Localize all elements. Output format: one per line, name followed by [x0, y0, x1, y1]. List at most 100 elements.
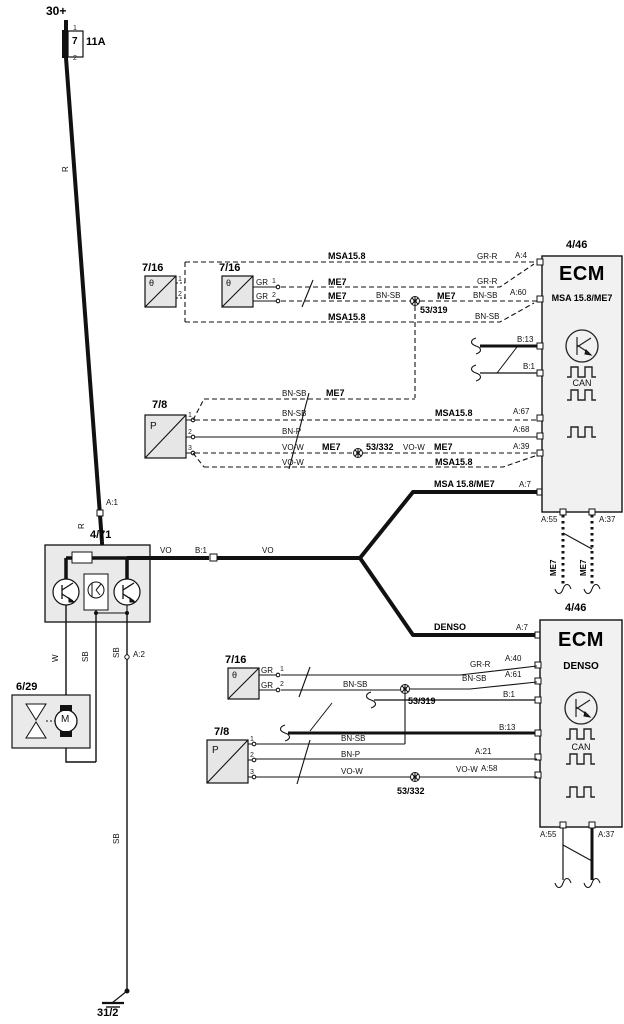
ecm-lower-b-rows — [279, 691, 535, 742]
system-label-me7: ME7 — [322, 442, 341, 452]
pin-b13-upper: B:13 — [517, 335, 534, 344]
sensor-pin-2: 2 — [178, 291, 182, 298]
sensor-pin-1: 1 — [272, 278, 276, 285]
ecm-upper-subtitle: MSA 15.8/ME7 — [551, 293, 613, 303]
splice-53-319-label: 53/319 — [420, 305, 448, 315]
pin-a67: A:67 — [513, 407, 530, 416]
pressure-icon: P — [150, 421, 157, 432]
temp-upper-wiring — [144, 261, 537, 398]
pin-b1-lower: B:1 — [503, 690, 516, 699]
wire-color-bn-sb: BN-SB — [282, 409, 307, 418]
wire-color-vo-1: VO — [160, 546, 172, 555]
system-label-me7: ME7 — [434, 442, 453, 452]
splice-53-332-label: 53/332 — [397, 786, 425, 796]
wire-color-bn-sb: BN-SB — [473, 291, 498, 300]
wire-color-gr-r: GR-R — [477, 252, 498, 261]
ecm-lower-title: ECM — [558, 629, 604, 651]
pressure-sensor-lower-id: 7/8 — [214, 726, 230, 738]
wire-color-r-bottom: R — [77, 523, 86, 529]
ecm-upper-pins — [536, 258, 596, 516]
wire-color-sb-left: SB — [81, 651, 90, 662]
theta-icon: θ — [232, 670, 238, 680]
system-label-msa: MSA15.8 — [328, 251, 366, 261]
wire-color-gr-2: GR — [261, 681, 273, 690]
power-rail-label: 30+ — [46, 4, 67, 18]
splice-53-319-label: 53/319 — [408, 696, 436, 706]
power-feed-wiring — [62, 20, 104, 560]
fan-circuit-wiring — [11, 605, 130, 1008]
wire-color-gr-1: GR — [256, 278, 268, 287]
fuse-rating: 11A — [86, 36, 106, 48]
sensor-pin-2: 2 — [188, 429, 192, 436]
wire-color-sb-ground: SB — [112, 833, 121, 844]
sensor-pin-1: 1 — [178, 276, 182, 283]
wire-me7-right-label: ME7 — [579, 559, 588, 576]
fuse-pin-top: 1 — [73, 25, 77, 32]
pin-b13-lower: B:13 — [499, 723, 516, 732]
pin-a21: A:21 — [475, 747, 492, 756]
pin-a39: A:39 — [513, 442, 530, 451]
ecm-upper-box — [541, 255, 623, 513]
temp-sensor-right-id: 7/16 — [219, 262, 241, 274]
theta-icon: θ — [226, 278, 232, 288]
pin-a1-label: A:1 — [106, 498, 119, 507]
wire-color-gr-1: GR — [261, 666, 273, 675]
temp-sensor-left-id: 7/16 — [142, 262, 164, 274]
pin-a7-lower: A:7 — [516, 623, 529, 632]
pin-b1-4-71: B:1 — [195, 546, 208, 555]
sensor-pin-2: 2 — [272, 292, 276, 299]
system-label-me7: ME7 — [437, 291, 456, 301]
system-label-msa: MSA15.8 — [435, 408, 473, 418]
pin-a7-upper: A:7 — [519, 480, 532, 489]
press-upper-wiring — [144, 392, 537, 470]
sensor-pin-3: 3 — [250, 769, 254, 776]
system-label-msa: MSA15.8 — [328, 312, 366, 322]
pin-a60: A:60 — [510, 288, 527, 297]
fuse-number: 7 — [72, 36, 78, 47]
fuse-pin-bottom: 2 — [73, 55, 77, 62]
ecm-upper-id: 4/46 — [566, 239, 588, 251]
pin-a58: A:58 — [481, 764, 498, 773]
wire-color-bn-p: BN-P — [341, 750, 361, 759]
trunk-label-msa-me7: MSA 15.8/ME7 — [434, 479, 495, 489]
fan-6-29-id: 6/29 — [16, 681, 38, 693]
trunk-label-denso: DENSO — [434, 622, 467, 632]
splice-53-332-label: 53/332 — [366, 442, 394, 452]
ecm-lower-bottom-wires — [554, 828, 601, 889]
wire-color-w: W — [51, 654, 60, 662]
ecm-upper-b-rows — [470, 337, 537, 382]
pin-a4: A:4 — [515, 251, 528, 260]
temp-sensor-lower-id: 7/16 — [225, 654, 247, 666]
wire-color-vo-w: VO-W — [282, 443, 304, 452]
pin-a68: A:68 — [513, 425, 530, 434]
system-label-msa: MSA15.8 — [435, 457, 473, 467]
pin-a37-upper: A:37 — [599, 515, 616, 524]
pressure-sensor-upper-id: 7/8 — [152, 399, 168, 411]
wire-color-gr-2: GR — [256, 292, 268, 301]
ecm-upper-title: ECM — [559, 263, 605, 285]
system-label-me7: ME7 — [326, 388, 345, 398]
temp-lower-wiring — [227, 665, 538, 744]
pin-a61: A:61 — [505, 670, 522, 679]
wire-color-r-top: R — [61, 166, 70, 172]
theta-icon: θ — [149, 278, 155, 288]
ecm-upper-bottom-wires — [554, 515, 601, 595]
ground-31-2-id: 31/2 — [97, 1007, 119, 1019]
module-4-71-id: 4/71 — [90, 529, 112, 541]
pin-a55-lower: A:55 — [540, 830, 557, 839]
wire-color-sb-right: SB — [112, 647, 121, 658]
wire-color-vo-2: VO — [262, 546, 274, 555]
ecm-lower-id: 4/46 — [565, 602, 587, 614]
wire-color-vo-w: VO-W — [341, 767, 363, 776]
sensor-pin-1: 1 — [280, 666, 284, 673]
wire-color-bn-sb: BN-SB — [282, 389, 307, 398]
wire-me7-left-label: ME7 — [549, 559, 558, 576]
pin-a2-label: A:2 — [133, 650, 146, 659]
ecm-lower-can-label: CAN — [571, 742, 591, 752]
sensor-pin-3: 3 — [188, 445, 192, 452]
pressure-icon: P — [212, 745, 219, 756]
trunk-wiring — [127, 490, 538, 637]
wire-color-vo-w: VO-W — [456, 765, 478, 774]
